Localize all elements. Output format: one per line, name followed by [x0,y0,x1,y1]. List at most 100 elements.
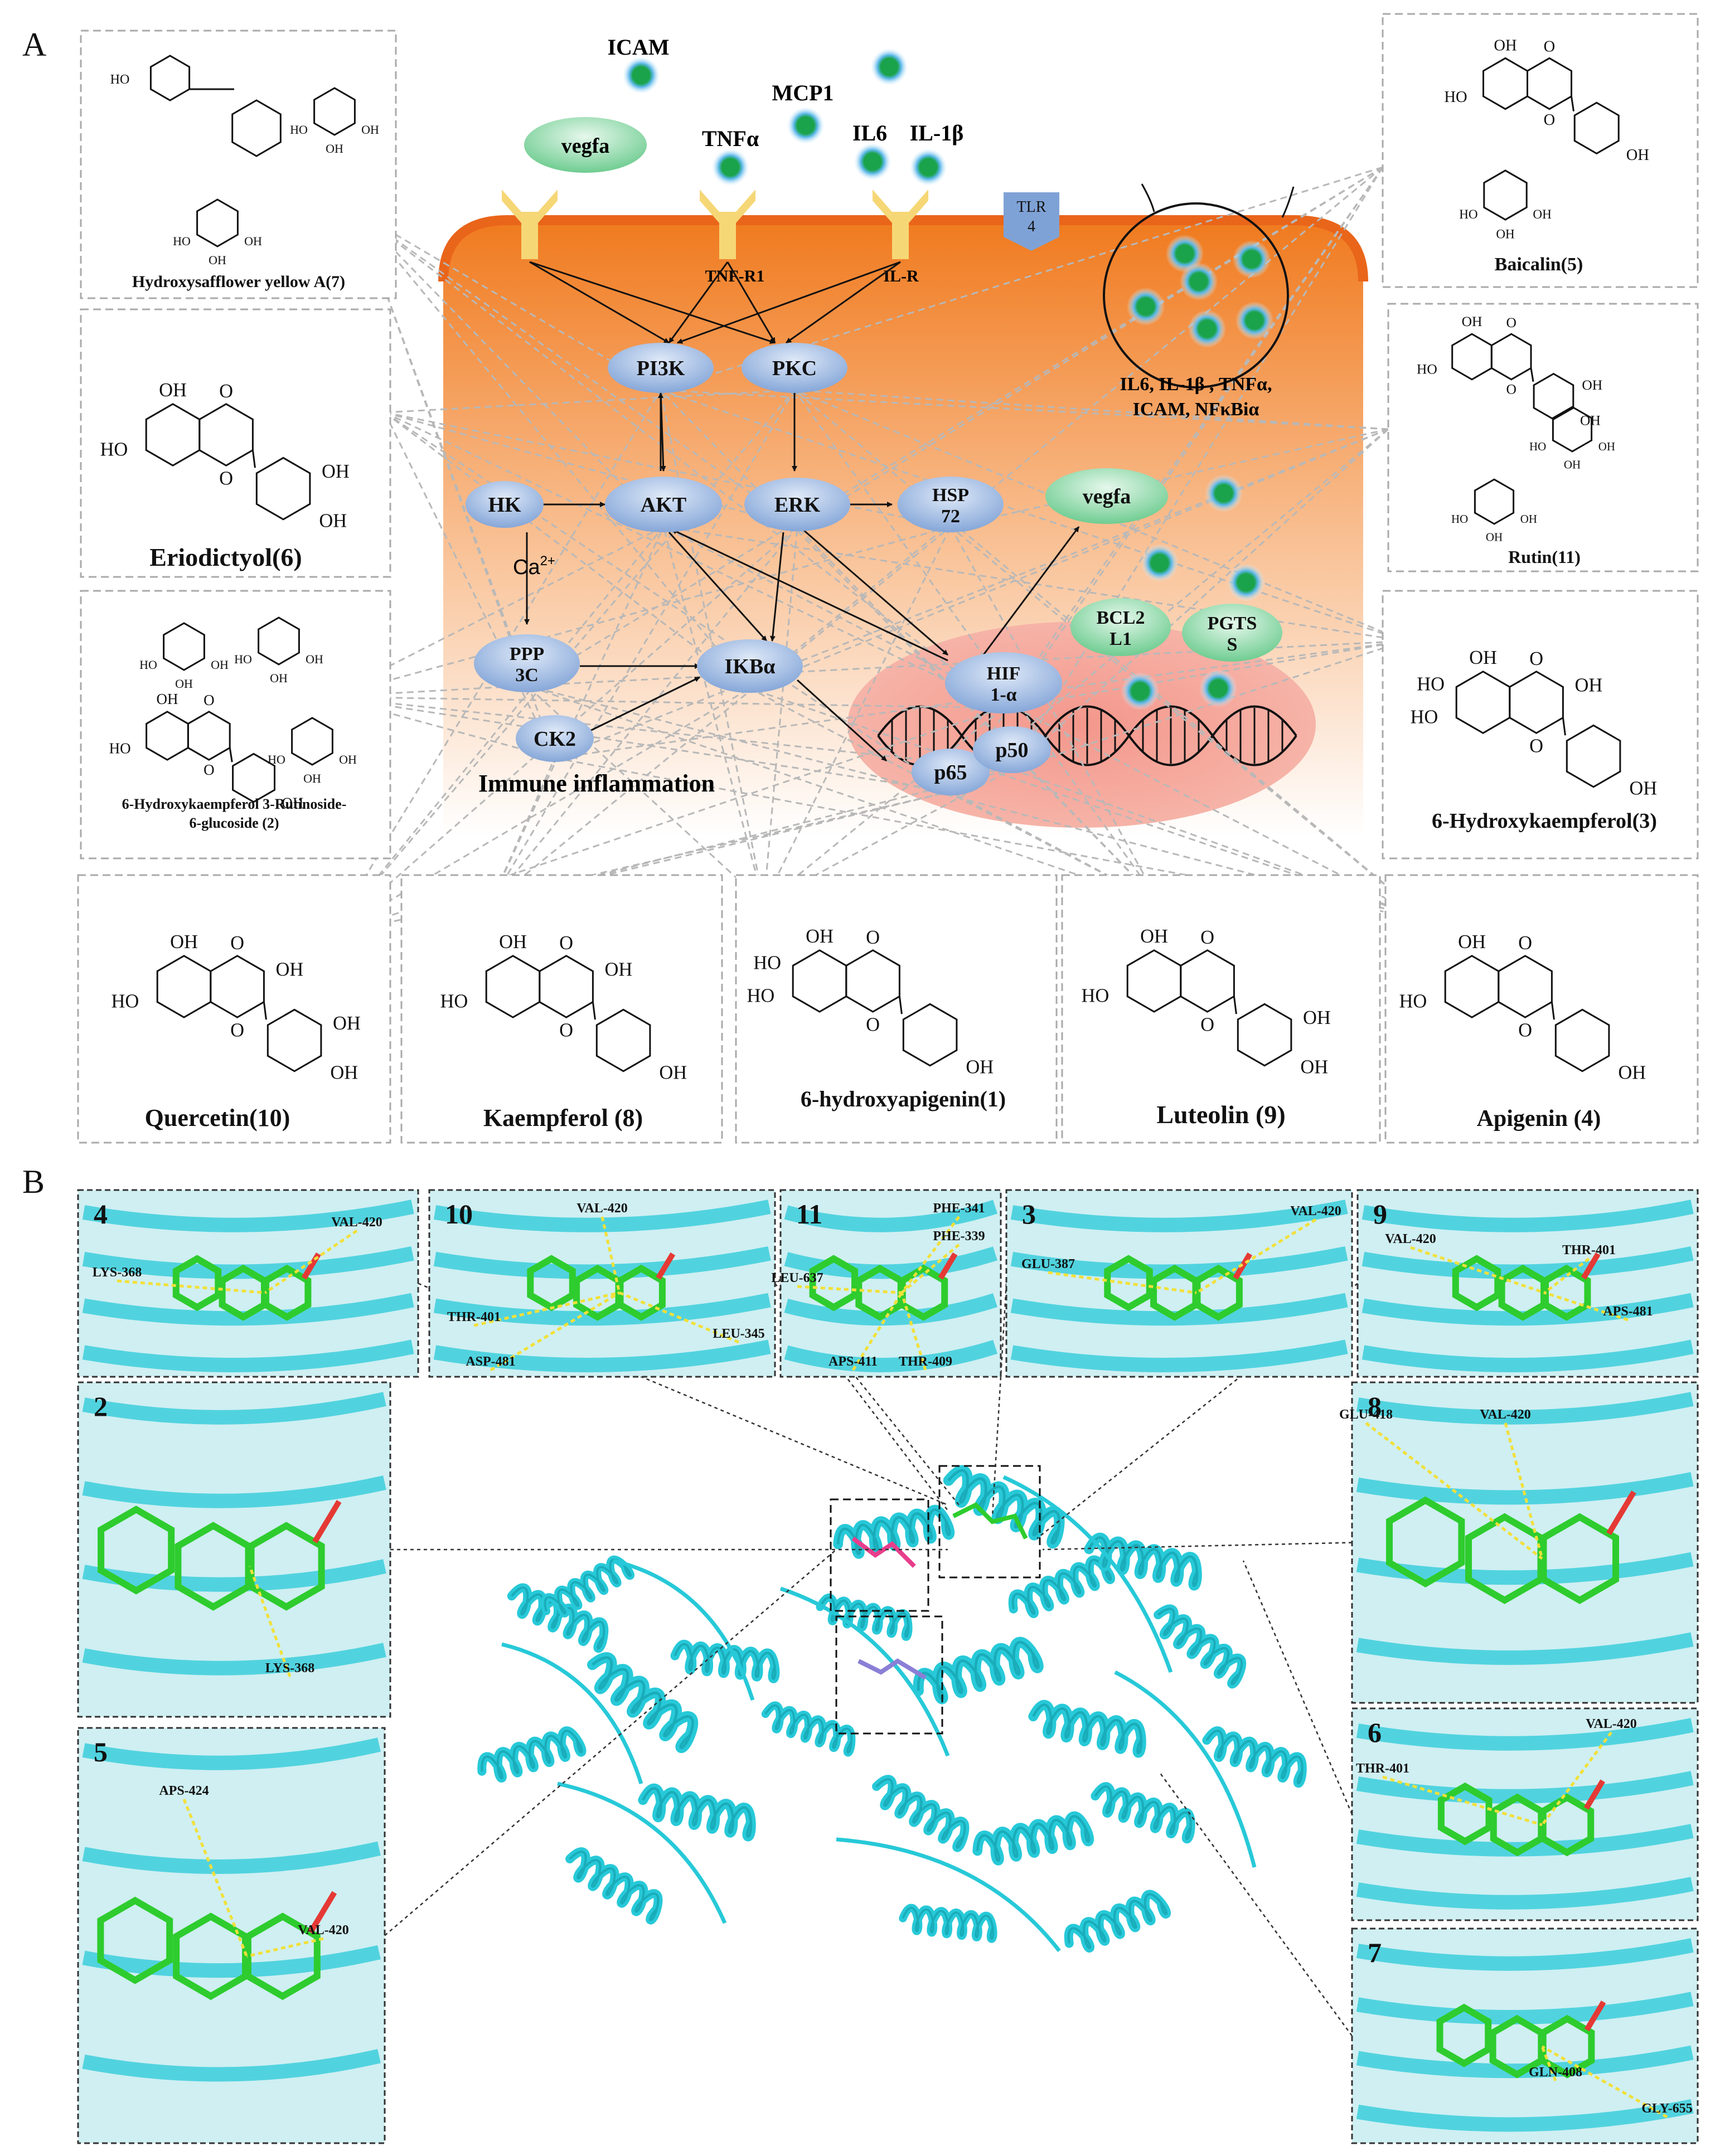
inset-ribbon [433,1200,771,1232]
compound-target-link [328,687,750,938]
inset-ribbon [82,1293,414,1326]
protein-helix [670,1639,780,1683]
receptor-vegfa [502,190,558,259]
ligand-ring [172,1255,222,1312]
compound-target-link [662,526,765,904]
bond [251,450,256,468]
cytokine-dot-core [1243,251,1260,268]
ring-b [595,1008,651,1072]
node-akt: AKT [605,477,722,532]
atom-o: O [559,1020,573,1041]
atom-ho: HO [1459,207,1477,221]
inset-number: 10 [445,1198,473,1230]
compound-target-link [384,411,750,689]
hbond [246,1937,324,1958]
node-label-line2: 72 [941,506,960,527]
protein-helix [587,1652,699,1753]
atom-o: O [230,1020,244,1041]
inset-ribbon [784,1339,997,1372]
hbond [600,1216,621,1293]
residue-label: PHE-341 [933,1201,985,1216]
ligand-ring [1436,2003,1492,2067]
ligand-oxygen [1583,1779,1605,1810]
label-tnfa: TNFα [702,126,759,151]
sugar-ring [1474,478,1515,525]
compound-name-line2: 6-glucoside (2) [189,815,279,831]
sugar-ring [163,622,205,671]
compound-name: 6-Hydroxykaempferol(3) [1432,809,1657,833]
hbond [117,1279,265,1294]
protein-helix [872,1775,970,1852]
atom-ho: HO [111,991,139,1012]
protein-helix [565,1847,663,1925]
atom-oh: OH [966,1057,994,1078]
atom-oh: OH [209,253,226,267]
node-label: ERK [774,493,821,517]
node-label-line1: BCL2 [1097,608,1145,628]
atom-oh: OH [282,795,303,812]
cytokine-dot-core [1199,321,1215,337]
ligand-ring [1539,2014,1595,2079]
atom-oh: OH [1564,458,1581,471]
ligand-ring [617,1264,666,1321]
bond [1570,96,1574,111]
atom-oh: OH [159,380,187,401]
protein-helix [913,1637,1044,1705]
residue-label: VAL-420 [576,1201,628,1216]
compound-target-link [763,526,952,904]
compound-target-link [526,684,1428,921]
inset-pointer [1242,1560,1353,1815]
residue-label: THR-409 [899,1354,952,1369]
sugar-ring [313,87,356,136]
tlr4-receptor: TLR 4 [1004,192,1059,251]
label-il1b: IL-1β [910,120,964,145]
node-shape [466,481,544,528]
inset-number: 2 [94,1391,108,1422]
sugar-ring [196,198,239,247]
node-shape [973,726,1051,773]
atom-ho: HO [1444,89,1467,106]
compound-target-link [384,411,798,528]
compound-target-link [328,526,664,698]
compound-target-link [749,687,1160,904]
ring-c [187,711,231,761]
inset-pointer [1042,1542,1353,1551]
compound-target-link [356,211,751,689]
inset-ribbon [1356,1877,1694,1910]
bond [592,1002,596,1020]
node-erk: ERK [744,478,850,531]
ligand-ring [1437,1782,1493,1846]
cytokine-circle [1103,202,1289,389]
bond [263,1002,267,1020]
atom-oh: OH [1469,647,1497,668]
inset-ribbon [82,1200,414,1232]
ligand-ring [263,1264,312,1321]
atom-o: O [1506,381,1516,397]
protein-helix [761,1701,856,1757]
ring [149,55,191,101]
compound-target-link [328,526,798,938]
ring-b [902,1003,958,1067]
helix-shade [592,1656,694,1749]
bond [1233,996,1237,1014]
cytokine-dot-core [1210,680,1227,697]
protein-helix [638,1783,756,1842]
atom-oh: OH [157,691,178,707]
residue-label: VAL-420 [1586,1717,1637,1731]
atom-o: O [1518,1020,1532,1041]
circle-caption-2: ICAM, NFκBiα [1133,399,1259,420]
atom-o: O [204,761,215,778]
compound-target-link [1011,167,1384,770]
atom-o: O [1518,933,1532,954]
inset-ribbon [82,1392,386,1425]
compound-target-link [384,387,795,414]
compound-target-link [663,525,1406,642]
inset-ribbon [1010,1200,1348,1232]
inset-ribbon [1362,1200,1694,1232]
atom-oh: OH [333,1013,361,1034]
node-shape [945,652,1062,713]
